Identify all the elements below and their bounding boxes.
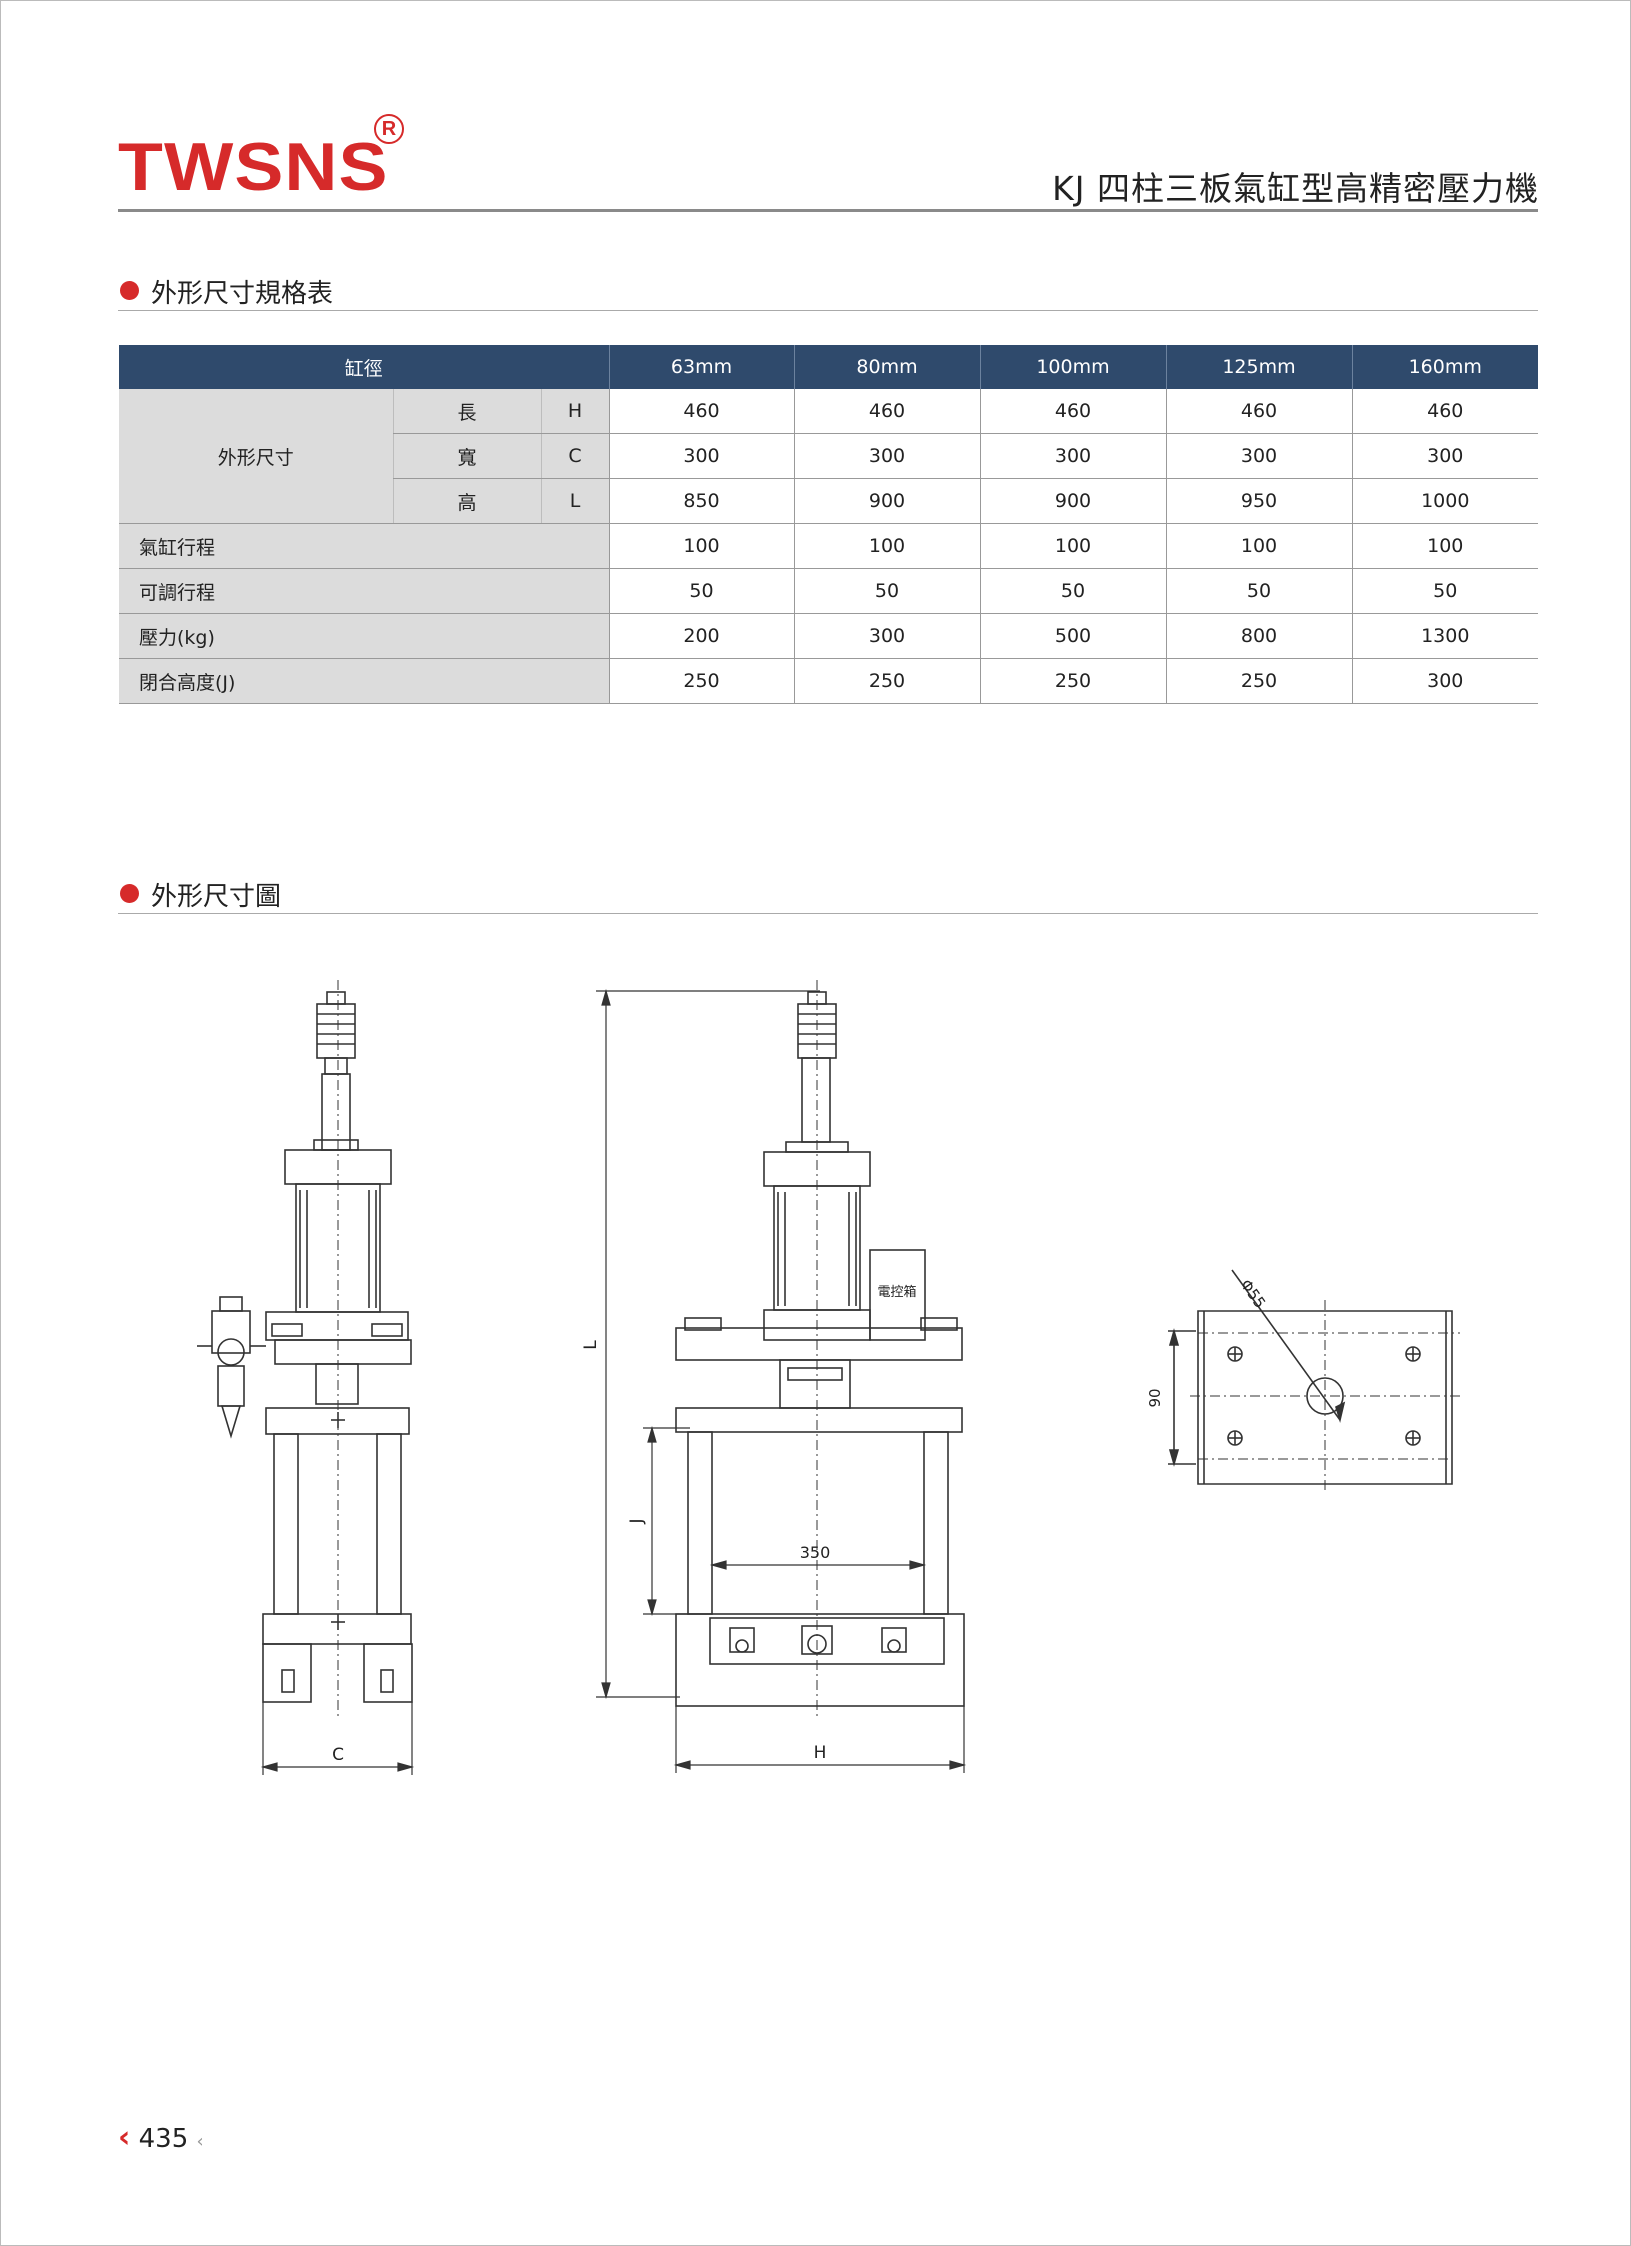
table-row: 寬 C 300 300 300 300 300 xyxy=(119,433,1538,479)
table-row: 外形尺寸 長 H 460 460 460 460 460 xyxy=(119,389,1538,524)
section-spec-table: 外形尺寸規格表 xyxy=(120,273,333,310)
table-cell: 300 xyxy=(979,433,1166,479)
table-row: 壓力(kg) 200 300 500 800 1300 xyxy=(119,613,1538,659)
top-plate-drawing xyxy=(1168,1269,1453,1485)
dim-label-phi55: Φ55 xyxy=(1237,1276,1269,1312)
bullet-icon xyxy=(120,281,139,300)
table-cell: 50 xyxy=(793,568,980,614)
table-cell: 100 xyxy=(979,523,1166,569)
control-box-label: 電控箱 xyxy=(877,1284,916,1300)
table-cell: 250 xyxy=(793,658,980,704)
dim-name: 寬 xyxy=(392,433,541,479)
plate-center-lines xyxy=(1190,1300,1462,1494)
page-number-text: 435 xyxy=(138,2124,189,2154)
bullet-icon xyxy=(120,884,139,903)
header-rule xyxy=(118,209,1538,212)
dim-label-350: 350 xyxy=(800,1543,831,1562)
table-cell: 900 xyxy=(979,478,1166,524)
table-row: 高 L 850 900 900 950 1000 xyxy=(119,478,1538,524)
table-cell: 250 xyxy=(608,658,794,704)
page-title: KJ 四柱三板氣缸型高精密壓力機 xyxy=(1052,169,1539,208)
table-cell: 250 xyxy=(1165,658,1352,704)
dim-code: L xyxy=(540,478,609,524)
column-header: 125mm xyxy=(1165,345,1352,389)
table-cell: 300 xyxy=(1351,658,1538,704)
dim-label-c: C xyxy=(332,1745,344,1765)
table-cell: 200 xyxy=(608,613,794,659)
row-label: 可調行程 xyxy=(119,568,609,614)
section-rule xyxy=(118,913,1538,914)
table-cell: 50 xyxy=(979,568,1166,614)
table-cell: 1000 xyxy=(1351,478,1538,524)
table-cell: 300 xyxy=(793,613,980,659)
column-header: 160mm xyxy=(1351,345,1538,389)
table-cell: 460 xyxy=(608,389,794,434)
dim-line-h xyxy=(673,1706,967,1773)
table-cell: 460 xyxy=(979,389,1166,434)
side-view-drawing xyxy=(197,991,413,1703)
table-cell: 950 xyxy=(1165,478,1352,524)
brand-logo: TWSNS xyxy=(118,129,389,205)
dim-line-c xyxy=(260,1702,415,1775)
dim-code: C xyxy=(540,433,609,479)
dim-name: 高 xyxy=(392,478,541,524)
dim-name: 長 xyxy=(392,389,541,434)
dim-label-j: J xyxy=(627,1518,647,1524)
header-label: 缸徑 xyxy=(119,345,609,389)
row-label: 壓力(kg) xyxy=(119,613,609,659)
dim-label-l: L xyxy=(581,1340,601,1350)
dim-label-90: 90 xyxy=(1146,1388,1164,1407)
table-cell: 300 xyxy=(608,433,794,479)
table-cell: 800 xyxy=(1165,613,1352,659)
chevron-left-small-icon: ‹ xyxy=(196,2131,204,2152)
dim-code: H xyxy=(540,389,609,434)
dim-line-l xyxy=(596,988,820,1700)
table-row: 氣缸行程 100 100 100 100 100 xyxy=(119,523,1538,569)
table-cell: 100 xyxy=(793,523,980,569)
table-cell: 100 xyxy=(1165,523,1352,569)
table-cell: 460 xyxy=(793,389,980,434)
row-label: 閉合高度(J) xyxy=(119,658,609,704)
column-header: 63mm xyxy=(608,345,794,389)
chevron-left-icon: ‹ xyxy=(118,2120,131,2155)
table-row: 閉合高度(J) 250 250 250 250 300 xyxy=(119,658,1538,704)
table-cell: 50 xyxy=(1351,568,1538,614)
column-header: 100mm xyxy=(979,345,1166,389)
table-header-row: 缸徑 63mm 80mm 100mm 125mm 160mm xyxy=(119,345,1538,389)
table-cell: 250 xyxy=(979,658,1166,704)
table-cell: 300 xyxy=(793,433,980,479)
section-title: 外形尺寸規格表 xyxy=(151,279,334,309)
table-cell: 300 xyxy=(1351,433,1538,479)
table-cell: 100 xyxy=(608,523,794,569)
table-cell: 460 xyxy=(1351,389,1538,434)
table-cell: 460 xyxy=(1165,389,1352,434)
table-cell: 50 xyxy=(608,568,794,614)
table-cell: 50 xyxy=(1165,568,1352,614)
dim-line-350 xyxy=(709,1560,927,1570)
table-cell: 850 xyxy=(608,478,794,524)
section-rule xyxy=(118,310,1538,311)
table-row: 可調行程 50 50 50 50 50 xyxy=(119,568,1538,614)
section-title: 外形尺寸圖 xyxy=(151,882,282,912)
row-label: 氣缸行程 xyxy=(119,523,609,569)
table-cell: 900 xyxy=(793,478,980,524)
table-cell: 100 xyxy=(1351,523,1538,569)
spec-table: 缸徑 63mm 80mm 100mm 125mm 160mm 外形尺寸 長 H … xyxy=(119,345,1538,704)
section-drawing: 外形尺寸圖 xyxy=(120,876,281,913)
column-header: 80mm xyxy=(793,345,980,389)
table-cell: 300 xyxy=(1165,433,1352,479)
page-number: ‹ 435 ‹ xyxy=(118,2120,204,2155)
group-label: 外形尺寸 xyxy=(119,389,393,524)
registered-mark: R xyxy=(374,114,404,144)
dim-label-h: H xyxy=(814,1743,827,1763)
front-view-drawing xyxy=(675,991,965,1707)
table-cell: 500 xyxy=(979,613,1166,659)
dimension-drawings: C H L J 350 電控箱 Φ55 90 xyxy=(197,980,1462,1775)
table-cell: 1300 xyxy=(1351,613,1538,659)
dim-line-j xyxy=(643,1425,690,1617)
